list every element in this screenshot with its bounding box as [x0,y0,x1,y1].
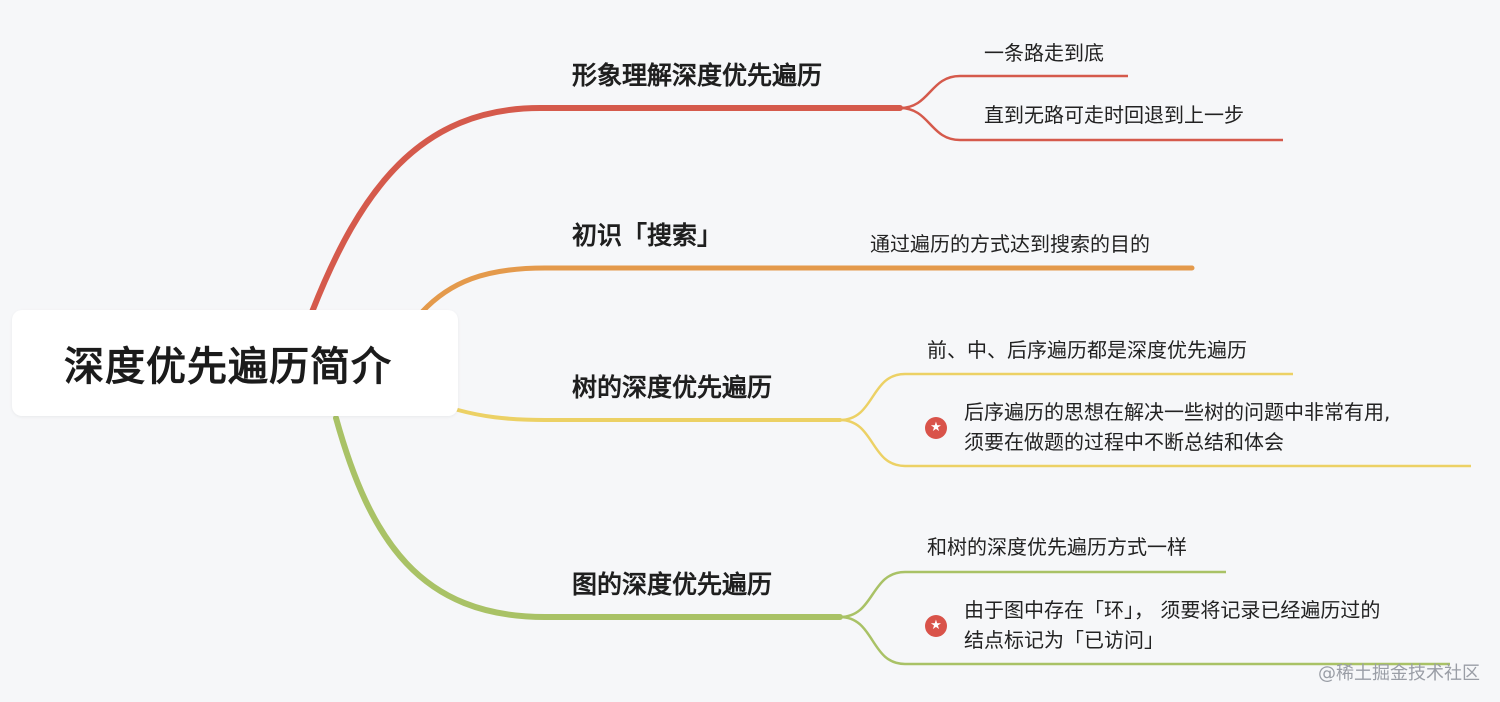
connector-leaf-3-1 [839,372,1293,422]
watermark: @稀土掘金技术社区 [1318,663,1480,684]
leaf-4-2[interactable]: 由于图中存在「环」， 须要将记录已经遍历过的 结点标记为「已访问」 [964,595,1380,655]
connector-branch-1 [309,105,903,315]
leaf-1-1[interactable]: 一条路走到底 [984,41,1104,65]
connector-leaf-4-1 [839,570,1226,619]
connector-branch-4 [333,415,843,620]
leaf-1-2[interactable]: 直到无路可走时回退到上一步 [984,103,1244,127]
branch-label-1[interactable]: 形象理解深度优先遍历 [572,61,823,90]
leaf-3-1[interactable]: 前、中、后序遍历都是深度优先遍历 [927,338,1247,362]
root-title: 深度优先遍历简介 [64,344,392,390]
connector-leaf-1-1 [899,74,1128,110]
leaf-3-2[interactable]: 后序遍历的思想在解决一些树的问题中非常有用, 须要在做题的过程中不断总结和体会 [964,397,1390,457]
leaf-2-1[interactable]: 通过遍历的方式达到搜索的目的 [870,232,1150,256]
branch-label-2[interactable]: 初识「搜索」 [572,221,723,250]
star-icon: ★ [925,615,947,637]
leaf-3-2-line-1: 后序遍历的思想在解决一些树的问题中非常有用, [964,400,1391,424]
connector-leaf-4-2 [839,615,1450,666]
leaf-3-2-line-2: 须要在做题的过程中不断总结和体会 [964,430,1284,454]
connector-leaf-1-2 [899,106,1283,142]
root-node[interactable]: 深度优先遍历简介 [12,310,458,416]
star-icon: ★ [925,417,947,439]
branch-label-3[interactable]: 树的深度优先遍历 [572,373,773,402]
branch-label-4[interactable]: 图的深度优先遍历 [572,570,773,599]
connector-branch-2 [419,265,1195,315]
leaf-4-2-line-2: 结点标记为「已访问」 [964,628,1164,652]
leaf-4-1[interactable]: 和树的深度优先遍历方式一样 [927,535,1187,559]
leaf-4-2-line-1: 由于图中存在「环」， 须要将记录已经遍历过的 [964,598,1381,622]
connector-leaf-3-2 [839,418,1471,468]
connector-branch-3 [456,408,842,422]
